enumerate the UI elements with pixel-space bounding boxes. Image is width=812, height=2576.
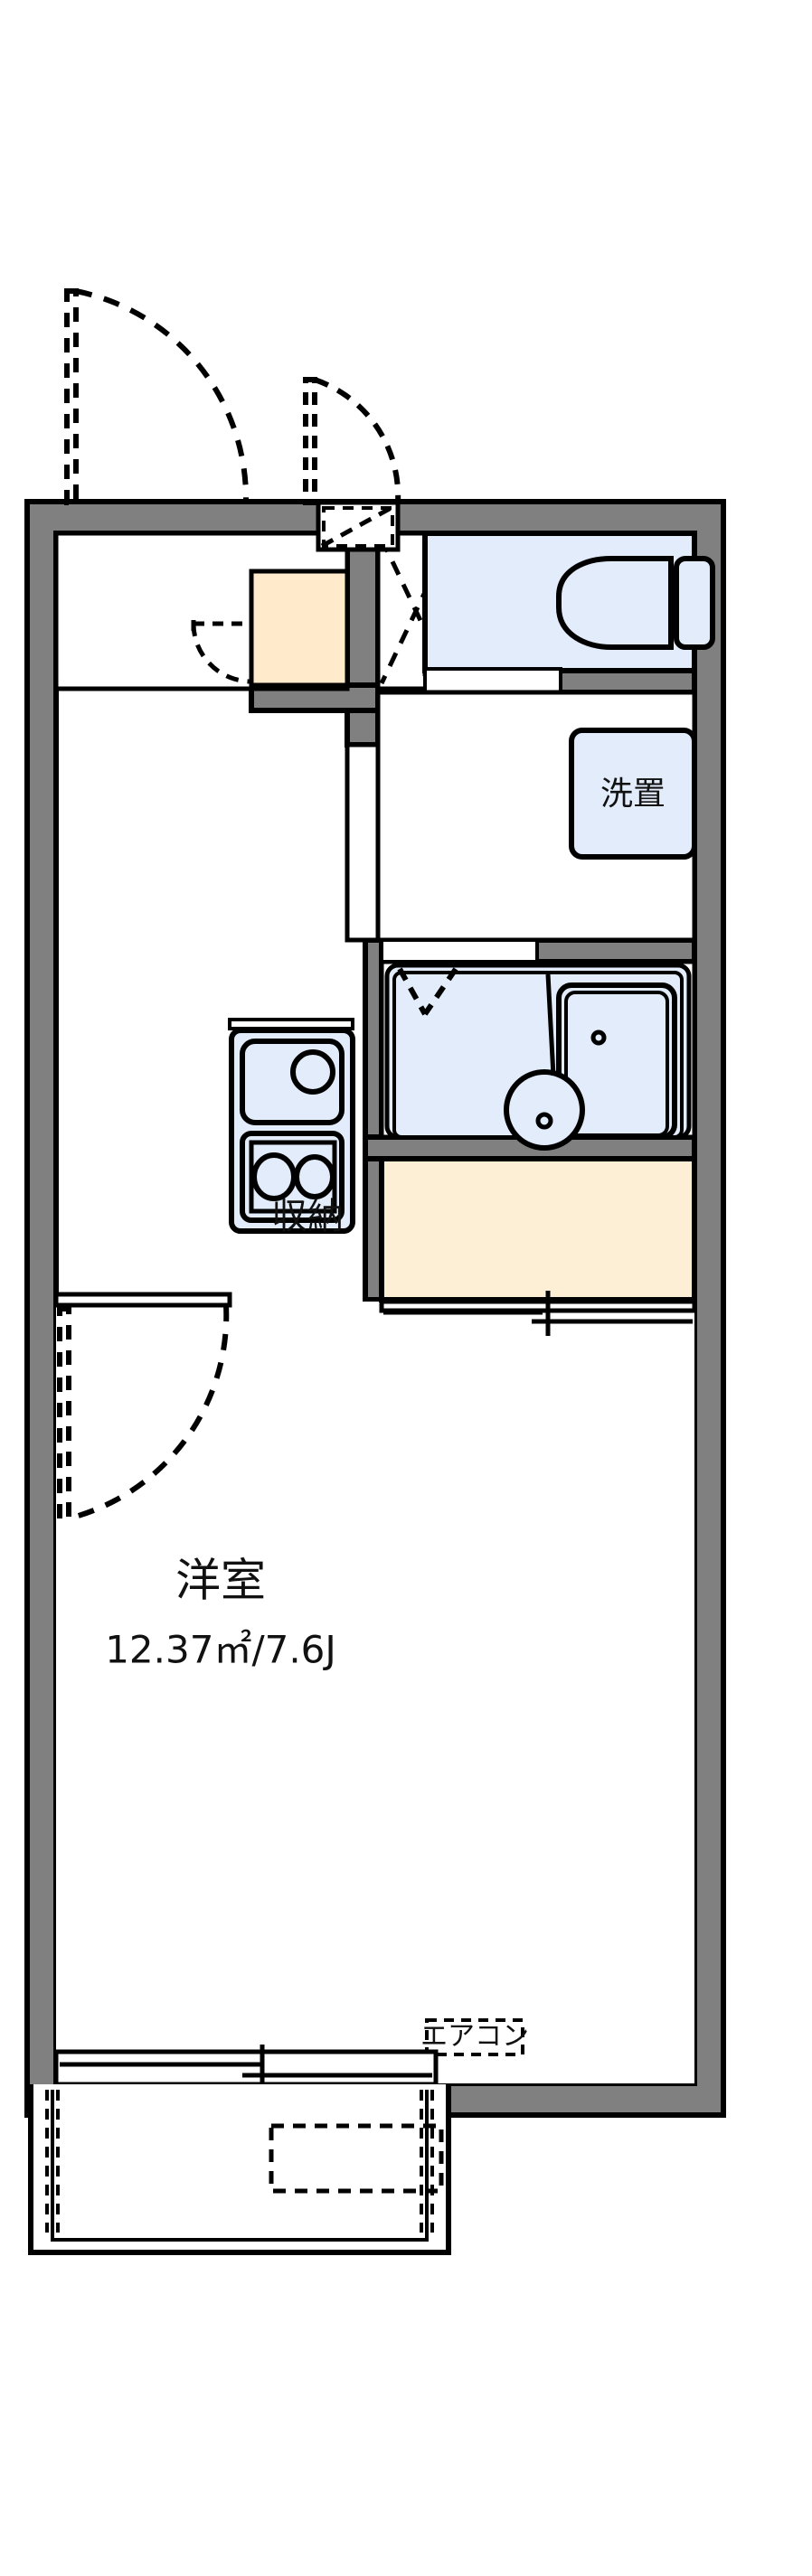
toilet-cistern (674, 556, 715, 650)
toilet-door-opening (423, 667, 562, 694)
washing-machine-pan (569, 728, 697, 860)
hall-cupboard-door-swing (191, 623, 252, 684)
closet-door-track-upper (379, 1299, 697, 1313)
closet-label: 収納 (271, 1196, 344, 1237)
washroom-group: 洗置 (375, 690, 697, 943)
closet-group: 収納 (271, 1156, 697, 1336)
main-room-area-label: 12.37㎡/7.6J (105, 1628, 336, 1672)
main-room-floor (56, 1302, 694, 2083)
balcony-dashed-feature (269, 2123, 444, 2194)
partition-wall-bath-left (363, 937, 384, 1160)
overhead-closet-dashed-outline (322, 506, 394, 548)
room-door-group (53, 1292, 232, 1521)
vanity-basin-drain (535, 1112, 553, 1130)
kitchen-group (228, 1018, 355, 1234)
aircon-note-box (425, 2018, 524, 2056)
toilet-fixture-bowl (556, 556, 674, 650)
kitchen-sink-drain (290, 1049, 335, 1095)
entrance-door-swing (75, 288, 250, 503)
patio-window-opening (53, 2049, 439, 2087)
balcony-outline (28, 2084, 451, 2255)
room-door-swing (68, 1304, 230, 1521)
stove-burner-left (251, 1152, 297, 1201)
kitchen-counter-edge (228, 1018, 354, 1030)
corridor-wall-line (345, 742, 381, 943)
bathroom-group (379, 938, 697, 1151)
room-door-leaf (57, 1306, 71, 1521)
entrance-group (53, 288, 457, 691)
overhead-closet-diagonal (320, 503, 396, 549)
bathtub-drain (590, 1029, 607, 1046)
main-room-label: 洋室 (175, 1555, 266, 1607)
balcony-group (28, 2084, 451, 2255)
bathroom-folding-door-marks (397, 967, 458, 1016)
closet-floor (379, 1156, 697, 1302)
aircon-note-label: エアコン (420, 2021, 529, 2053)
entrance-door-leaf (64, 288, 79, 505)
genkan-inner-door-leaf (303, 377, 317, 505)
room-door-opening (53, 1292, 232, 1308)
partition-wall-entry-right (345, 531, 381, 691)
vanity-basin-fixture (504, 1069, 585, 1151)
main-room-labels: 洋室 12.37㎡/7.6J (105, 1555, 336, 1672)
balcony-inner-line (51, 2090, 429, 2242)
bathroom-door-opening (380, 938, 539, 964)
closet-sliding-door (379, 1291, 697, 1336)
aircon-note-group: エアコン (420, 2018, 529, 2056)
genkan-inner-door-swing (314, 377, 401, 503)
patio-window-group (53, 2045, 439, 2092)
washer-space-label: 洗置 (600, 776, 666, 813)
toilet-room-group (422, 531, 715, 796)
room-floors (56, 1302, 694, 2083)
stove-burner-right (294, 1154, 335, 1199)
bathtub-inner (564, 991, 669, 1137)
bath-partition-line (545, 973, 556, 1076)
entrance-genkan-tile (249, 569, 350, 688)
